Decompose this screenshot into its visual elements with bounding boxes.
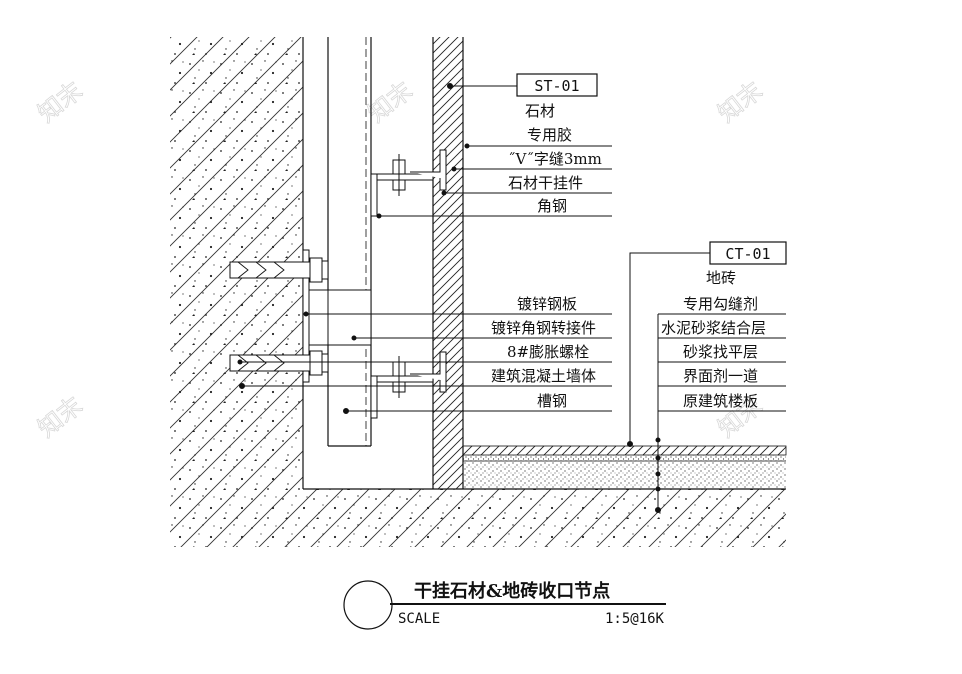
label-mortar-bond: 水泥砂浆结合层 (661, 319, 766, 337)
label-floor-tile: 地砖 (706, 269, 736, 287)
lower-hanger (370, 351, 447, 419)
label-stone: 石材 (525, 102, 555, 120)
label-interface-agent: 界面剂一道 (683, 367, 758, 385)
svg-text:知末: 知末 (33, 76, 88, 128)
tile-labels: 地砖 专用勾缝剂 水泥砂浆结合层 砂浆找平层 界面剂一道 原建筑楼板 (661, 269, 766, 410)
label-stone-glue: 专用胶 (527, 126, 572, 144)
tile-floor-layers (462, 445, 787, 489)
label-stone-hanger: 石材干挂件 (508, 174, 583, 192)
label-grout: 专用勾缝剂 (683, 295, 758, 313)
scale-value: 1:5@16K (605, 611, 665, 627)
label-concrete-wall: 建筑混凝土墙体 (491, 367, 596, 385)
stone-tag: ST-01 (516, 73, 598, 97)
stone-cladding (432, 37, 464, 489)
anchor-assembly (229, 249, 372, 383)
channel-steel (327, 37, 372, 447)
label-channel-steel: 槽钢 (537, 392, 567, 410)
title-block: 干挂石材&地砖收口节点 SCALE 1:5@16K (343, 580, 666, 630)
label-v-joint: ˝V˝字缝3mm (508, 150, 602, 168)
label-galvanized-plate: 镀锌钢板 (517, 295, 577, 313)
svg-text:CT-01: CT-01 (725, 245, 770, 263)
scale-label: SCALE (398, 611, 440, 627)
drawing-title: 干挂石材&地砖收口节点 (414, 580, 610, 602)
floor-slab (170, 488, 786, 547)
svg-text:ST-01: ST-01 (534, 77, 579, 95)
tile-leaders (627, 252, 786, 513)
label-floor-slab: 原建筑楼板 (683, 392, 758, 410)
label-adapter: 镀锌角钢转接件 (491, 319, 596, 337)
stone-leaders (237, 83, 612, 414)
tile-tag: CT-01 (709, 241, 787, 265)
label-leveling-layer: 砂浆找平层 (683, 343, 758, 361)
upper-hanger (370, 149, 447, 217)
label-expansion-bolt: 8#膨胀螺栓 (507, 343, 589, 361)
label-angle-steel: 角钢 (537, 197, 567, 215)
svg-text:知末: 知末 (713, 76, 768, 128)
stone-labels: 石材 专用胶 ˝V˝字缝3mm 石材干挂件 角钢 镀锌钢板 镀锌角钢转接件 8#… (491, 102, 602, 410)
svg-text:知末: 知末 (33, 391, 88, 443)
